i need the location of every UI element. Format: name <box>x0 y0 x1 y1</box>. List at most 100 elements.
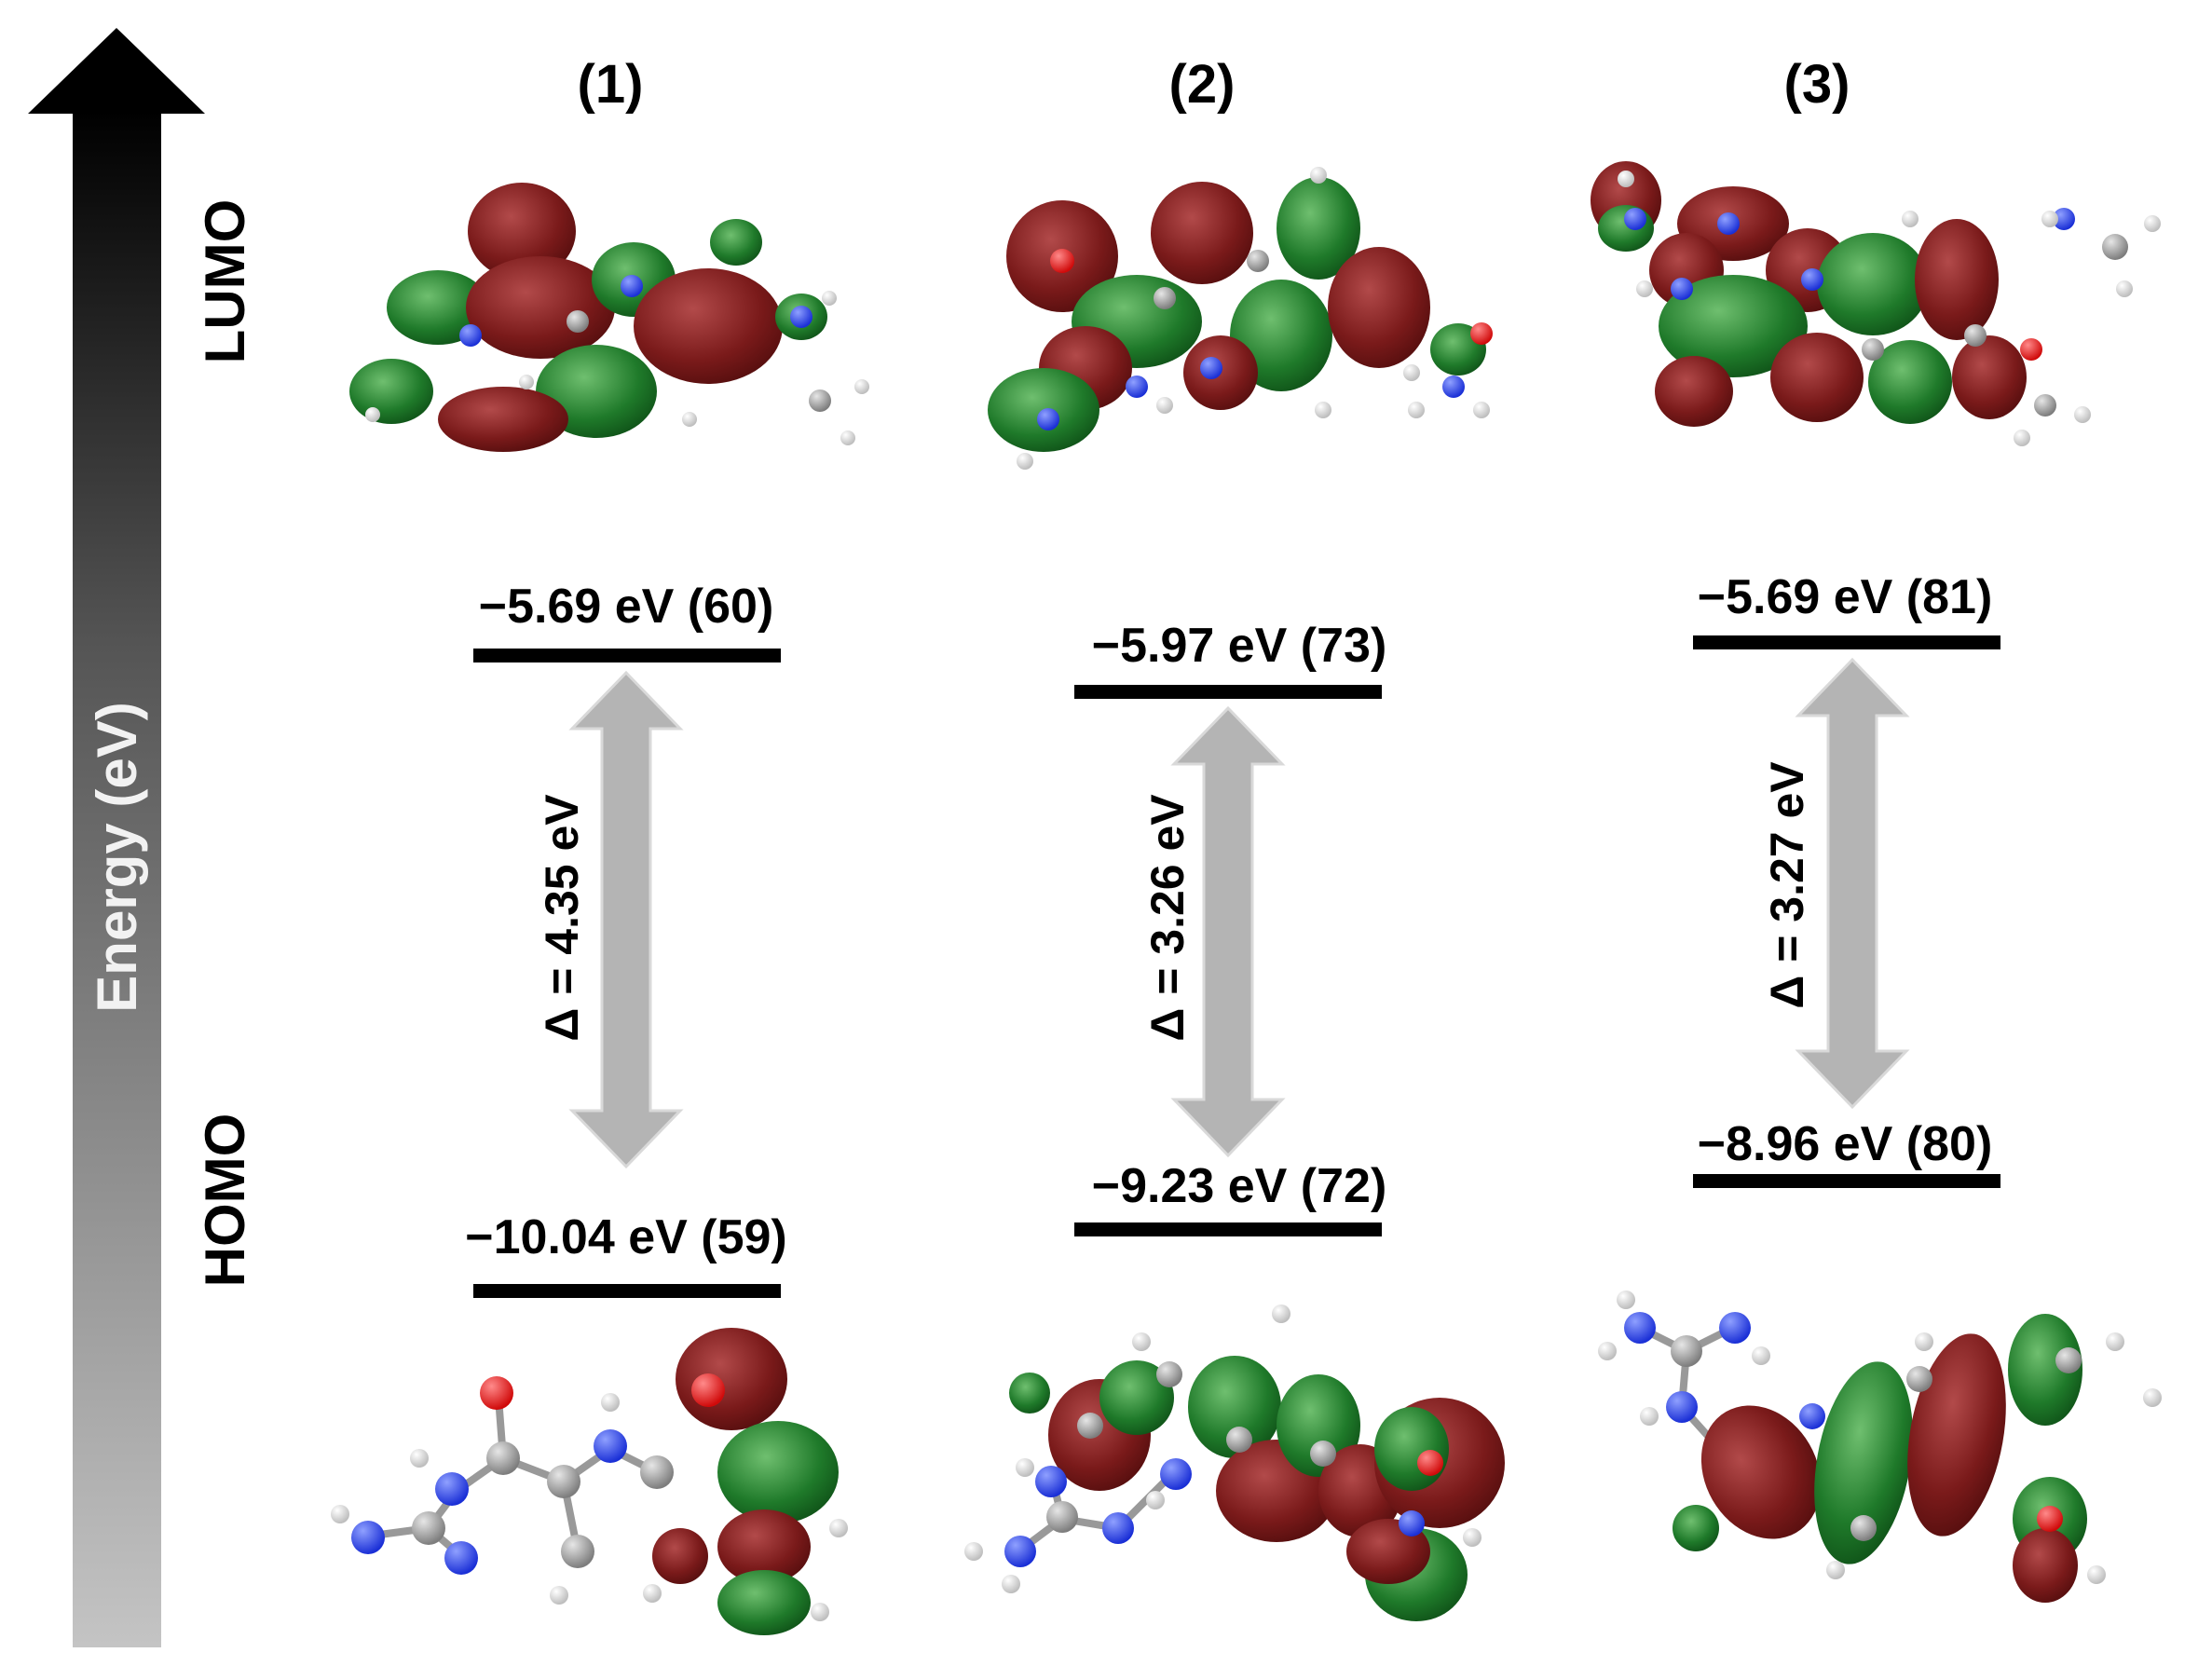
homo-orbital-3 <box>1598 1291 2162 1603</box>
carbon-atom <box>567 310 589 333</box>
lumo-label: LUMO <box>194 199 256 364</box>
orbital-lobe <box>1659 275 1808 377</box>
orbital-lobe <box>387 270 489 345</box>
nitrogen-atom <box>1624 1312 1656 1344</box>
lumo-level-3 <box>1693 635 2000 649</box>
hydrogen-atom <box>1132 1332 1151 1351</box>
hydrogen-atom <box>1408 402 1425 418</box>
column-1-title: (1) <box>578 54 644 115</box>
gap-label-2: Δ = 3.26 eV <box>1141 794 1194 1042</box>
nitrogen-atom <box>1126 376 1148 398</box>
hydrogen-atom <box>1310 167 1327 184</box>
nitrogen-atom <box>1624 208 1646 230</box>
hydrogen-atom <box>1403 364 1420 381</box>
orbital-lobe <box>1770 333 1864 422</box>
hydrogen-atom <box>1618 171 1634 187</box>
nitrogen-atom <box>1004 1536 1036 1567</box>
gap-arrow-3 <box>1795 657 1910 1110</box>
orbital-lobe <box>1099 1360 1174 1435</box>
gap-arrow-shape <box>568 670 684 1169</box>
hydrogen-atom <box>365 407 380 422</box>
orbital-lobe <box>1277 177 1360 280</box>
orbital-lobe <box>1817 233 1929 335</box>
hydrogen-atom <box>1315 402 1331 418</box>
carbon-atom <box>640 1455 674 1489</box>
hydrogen-atom <box>1473 402 1490 418</box>
orbital-lobe <box>1952 335 2027 419</box>
nitrogen-atom <box>435 1472 469 1506</box>
orbital-lobe <box>468 183 576 280</box>
hydrogen-atom <box>1617 1291 1635 1309</box>
oxygen-atom <box>1470 322 1493 345</box>
hydrogen-atom <box>1272 1304 1290 1323</box>
nitrogen-atom <box>790 306 812 328</box>
lumo-energy-2: −5.97 eV (73) <box>1092 619 1387 673</box>
hydrogen-atom <box>331 1505 349 1523</box>
lumo-energy-1: −5.69 eV (60) <box>479 580 774 634</box>
orbital-lobe <box>466 256 615 359</box>
column-1: (1) −5.69 eV (60) <box>331 54 869 1635</box>
orbital-lobe <box>1328 247 1430 368</box>
column-3: (3) <box>1591 54 2162 1603</box>
hydrogen-atom <box>1598 1342 1617 1360</box>
nitrogen-atom <box>1666 1391 1698 1423</box>
orbital-lobe <box>349 359 433 424</box>
orbital-lobe <box>652 1528 708 1584</box>
orbital-lobe <box>2013 1528 2078 1603</box>
lumo-orbital-3 <box>1591 161 2161 446</box>
carbon-atom <box>2034 394 2056 417</box>
hydrogen-atom <box>1636 280 1653 297</box>
orbital-lobe <box>1655 356 1733 427</box>
homo-level-2 <box>1074 1222 1382 1236</box>
orbital-lobe <box>710 219 762 266</box>
hydrogen-atom <box>2087 1565 2106 1584</box>
carbon-atom <box>1850 1515 1877 1541</box>
nitrogen-atom <box>444 1541 478 1575</box>
hydrogen-atom <box>854 379 869 394</box>
lumo-orbital-1 <box>349 183 869 452</box>
orbital-lobe <box>1598 205 1654 252</box>
hydrogen-atom <box>822 291 837 306</box>
carbon-atom <box>561 1535 594 1568</box>
hydrogen-atom <box>643 1584 662 1603</box>
orbital-lobe <box>1009 1373 1050 1414</box>
carbon-atom <box>1247 250 1269 272</box>
hydrogen-atom <box>1002 1575 1020 1593</box>
orbital-lobe <box>1868 340 1952 424</box>
orbital-lobe <box>1374 1407 1449 1491</box>
carbon-atom <box>1077 1413 1103 1439</box>
orbital-lobe <box>676 1328 787 1430</box>
hydrogen-atom <box>1016 1458 1034 1477</box>
nitrogen-atom <box>1801 268 1823 291</box>
nitrogen-atom <box>459 324 482 347</box>
orbital-lobe <box>2008 1314 2082 1426</box>
nitrogen-atom <box>1442 376 1465 398</box>
carbon-atom <box>1671 1335 1702 1367</box>
nitrogen-atom <box>1799 1403 1825 1429</box>
carbon-atom <box>1226 1427 1252 1453</box>
hydrogen-atom <box>2116 280 2133 297</box>
homo-orbital-2 <box>964 1304 1505 1621</box>
homo-energy-3: −8.96 eV (80) <box>1698 1117 1993 1171</box>
oxygen-atom <box>691 1373 725 1407</box>
homo-energy-1: −10.04 eV (59) <box>465 1210 786 1264</box>
oxygen-atom <box>480 1376 513 1410</box>
hydrogen-atom <box>1826 1561 1845 1579</box>
nitrogen-atom <box>1399 1510 1425 1537</box>
nitrogen-atom <box>621 275 643 297</box>
hydrogen-atom <box>2041 211 2058 227</box>
hydrogen-atom <box>601 1393 620 1412</box>
orbital-lobe <box>1915 219 1999 340</box>
carbon-atom <box>1310 1441 1336 1467</box>
gap-arrow-shape <box>1795 657 1910 1110</box>
orbital-lobe <box>1907 1333 2006 1537</box>
energy-axis-title: Energy (eV) <box>86 702 148 1012</box>
carbon-atom <box>2055 1347 2082 1373</box>
hydrogen-atom <box>840 430 855 445</box>
nitrogen-atom <box>2053 208 2075 230</box>
hydrogen-atom <box>1640 1407 1659 1426</box>
carbon-atom <box>486 1441 520 1475</box>
hydrogen-atom <box>1146 1491 1165 1509</box>
hydrogen-atom <box>964 1542 983 1561</box>
